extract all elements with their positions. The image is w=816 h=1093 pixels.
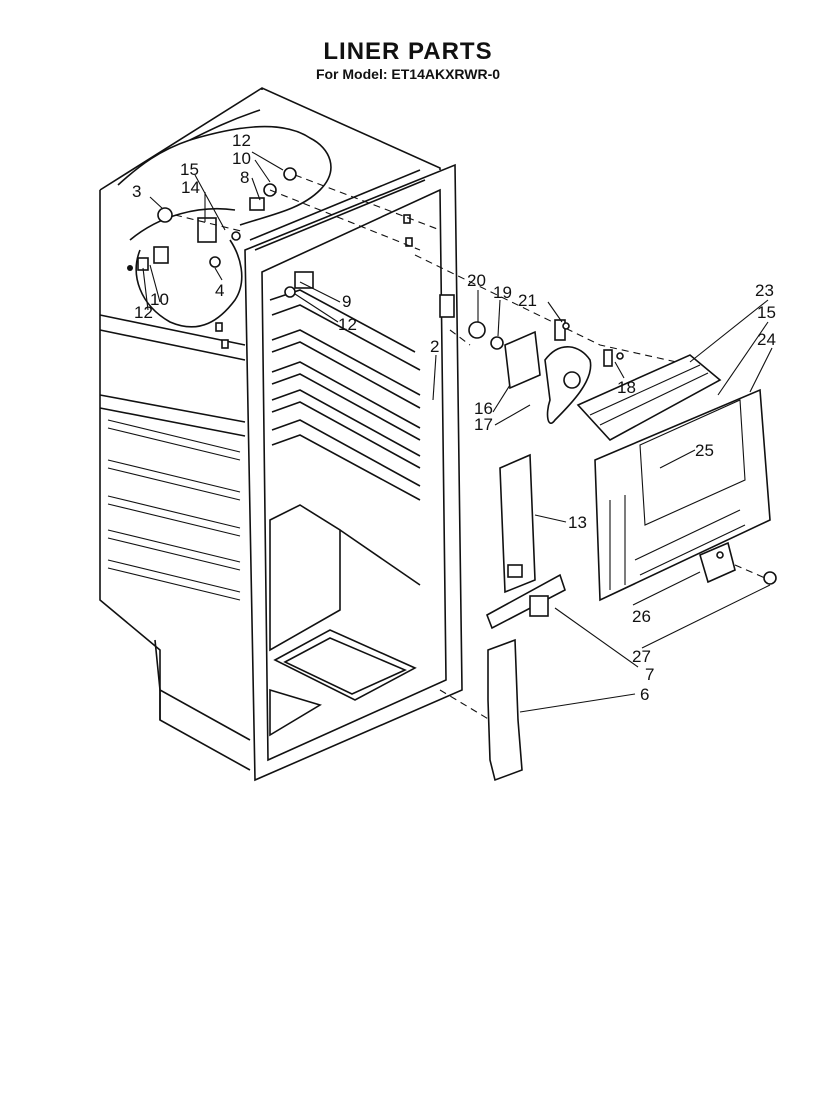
callout-3: 3	[132, 182, 141, 201]
callout-4: 4	[215, 281, 224, 300]
callout-12-top: 12	[232, 131, 251, 150]
callout-7: 7	[645, 665, 654, 684]
control-parts-cluster	[127, 167, 691, 366]
callout-12-left: 12	[134, 303, 153, 322]
callout-9: 9	[342, 292, 351, 311]
callout-25: 25	[695, 441, 714, 460]
callout-13: 13	[568, 513, 587, 532]
callout-12-mid: 12	[338, 315, 357, 334]
liner-cabinet	[99, 87, 463, 782]
callout-27: 27	[632, 647, 651, 666]
callout-21: 21	[518, 291, 537, 310]
callout-20: 20	[467, 271, 486, 290]
callout-10-top: 10	[232, 149, 251, 168]
callout-6: 6	[640, 685, 649, 704]
callout-26: 26	[632, 607, 651, 626]
callout-10-left: 10	[150, 290, 169, 309]
callout-8: 8	[240, 168, 249, 187]
page-title: LINER PARTS	[323, 38, 493, 65]
callout-labels: 12 10 15 8 14 3 10 12 4 9 12 2 20 19 21 …	[132, 131, 776, 704]
leader-lines	[142, 151, 773, 713]
callout-16: 16	[474, 399, 493, 418]
fan-assembly	[468, 319, 777, 602]
callout-24: 24	[757, 330, 776, 349]
callout-2: 2	[430, 337, 439, 356]
callout-23: 23	[755, 281, 774, 300]
callout-17: 17	[474, 415, 493, 434]
callout-19: 19	[493, 283, 512, 302]
callout-14: 14	[181, 178, 200, 197]
model-subtitle: For Model: ET14AKXRWR-0	[315, 66, 501, 82]
duct-parts	[439, 453, 566, 782]
callout-15-left: 15	[180, 160, 199, 179]
callout-18: 18	[617, 378, 636, 397]
callout-15-right: 15	[757, 303, 776, 322]
